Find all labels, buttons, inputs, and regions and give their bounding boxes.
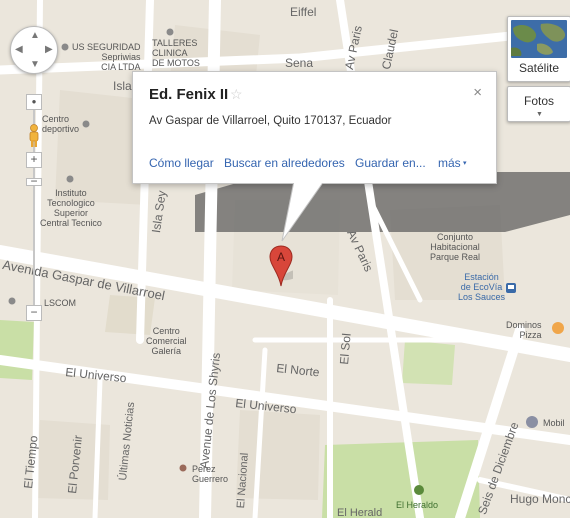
chevron-down-icon: ▼	[536, 111, 543, 118]
zoom-slider-track[interactable]	[33, 96, 35, 321]
more-caret-icon: ▾	[463, 160, 467, 167]
link-save-to[interactable]: Guardar en...	[355, 156, 426, 170]
poi-label-conjunto-habitacional[interactable]: Conjunto Habitacional Parque Real	[430, 232, 481, 262]
info-window-tail	[281, 181, 326, 242]
marker-letter: A	[277, 250, 285, 264]
zoom-in-button[interactable]: +	[26, 152, 42, 168]
satellite-thumbnail-icon	[511, 20, 567, 58]
close-icon[interactable]: ×	[473, 84, 482, 101]
zoom-out-button[interactable]: −	[26, 305, 42, 321]
info-window-address: Av Gaspar de Villarroel, Quito 170137, E…	[149, 115, 392, 127]
star-icon[interactable]: ☆	[230, 86, 243, 102]
info-window-title: Ed. Fenix II	[149, 86, 229, 103]
pan-control[interactable]: ▲ ▼ ◀ ▶	[10, 26, 58, 74]
pegman-icon[interactable]	[27, 124, 41, 148]
poi-label-centro-comercial[interactable]: Centro Comercial Galería	[146, 326, 187, 356]
street-label-hugo-moncayo: Hugo Monc	[510, 492, 570, 506]
pan-right-icon[interactable]: ▶	[45, 44, 53, 55]
info-window[interactable]: Ed. Fenix II ☆ × Av Gaspar de Villarroel…	[132, 71, 497, 184]
poi-label-instituto[interactable]: Instituto Tecnologico Superior Central T…	[40, 188, 102, 228]
poi-label-mobil[interactable]: Mobil	[543, 418, 565, 428]
poi-label-perez-guerrero[interactable]: Perez Guerrero	[192, 464, 229, 484]
photos-button[interactable]: Fotos ▼	[507, 86, 570, 122]
street-label-el-herald: El Herald	[337, 507, 383, 518]
photos-label: Fotos	[523, 94, 554, 108]
poi-label-lscom[interactable]: LSCOM	[44, 298, 77, 308]
street-label-eiffel: Eiffel	[290, 5, 317, 19]
street-label-sena: Sena	[285, 56, 314, 70]
poi-label-talleres[interactable]: TALLERES CLINICA DE MOTOS	[152, 38, 200, 68]
poi-label-ecovia[interactable]: Estación de EcoVía Los Sauces	[458, 272, 506, 302]
pan-up-icon[interactable]: ▲	[30, 30, 40, 41]
poi-label-centro-deportivo[interactable]: Centro deportivo	[42, 114, 80, 134]
satellite-button[interactable]: Satélite	[507, 16, 570, 82]
zoom-slider-handle[interactable]: −	[26, 175, 42, 187]
zoom-reset-icon[interactable]: ●	[26, 94, 42, 110]
poi-label-el-heraldo[interactable]: El Heraldo	[396, 500, 439, 510]
street-label-el-sol: El Sol	[337, 332, 354, 366]
pan-down-icon[interactable]: ▼	[30, 59, 40, 70]
link-directions[interactable]: Cómo llegar	[149, 156, 214, 170]
street-label-isla-top: Isla	[113, 79, 132, 93]
link-more[interactable]: más	[438, 156, 461, 170]
poi-label-us-seguridad[interactable]: US SEGURIDAD Sepriwias CIA LTDA	[72, 42, 141, 72]
link-search-nearby[interactable]: Buscar en alrededores	[224, 156, 345, 170]
satellite-label: Satélite	[518, 61, 560, 75]
poi-label-dominos-pizza[interactable]: Dominos Pizza	[506, 320, 542, 340]
marker-pin-icon[interactable]: A	[269, 245, 293, 287]
pan-left-icon[interactable]: ◀	[15, 44, 23, 55]
